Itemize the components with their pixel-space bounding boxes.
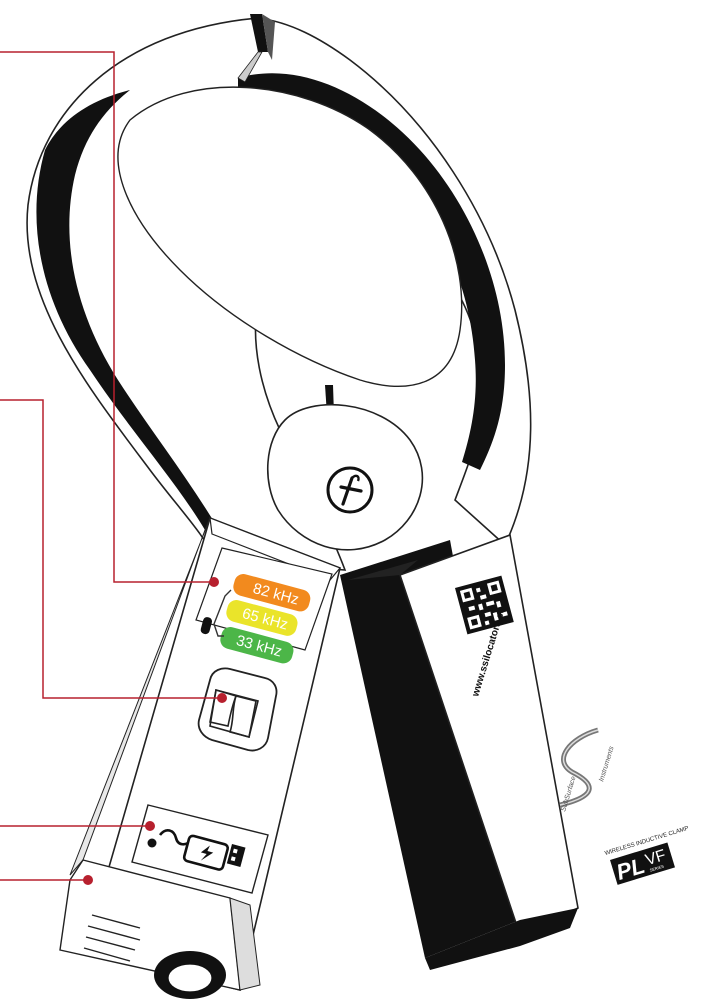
callout-dot-charge <box>145 821 155 831</box>
product-tag: WIRELESS INDUCTIVE CLAMP PL VF SERIES <box>604 826 698 887</box>
port-opening <box>154 951 226 999</box>
callout-dot-frequency <box>209 577 219 587</box>
charge-led <box>148 839 157 848</box>
callout-dot-mode <box>217 693 227 703</box>
brand-left-text: SubSurface <box>560 775 577 812</box>
callout-dot-port <box>83 875 93 885</box>
hinge-screw-icon <box>328 468 372 512</box>
brand-right-text: Instruments <box>598 745 616 782</box>
right-handle: www.ssilocators.co SubSurface Instrument… <box>340 535 699 970</box>
subsurface-logo: SubSurface Instruments <box>560 730 616 813</box>
left-handle: 82 kHz 65 kHz 33 kHz <box>60 518 340 999</box>
mode-button[interactable] <box>199 668 277 750</box>
